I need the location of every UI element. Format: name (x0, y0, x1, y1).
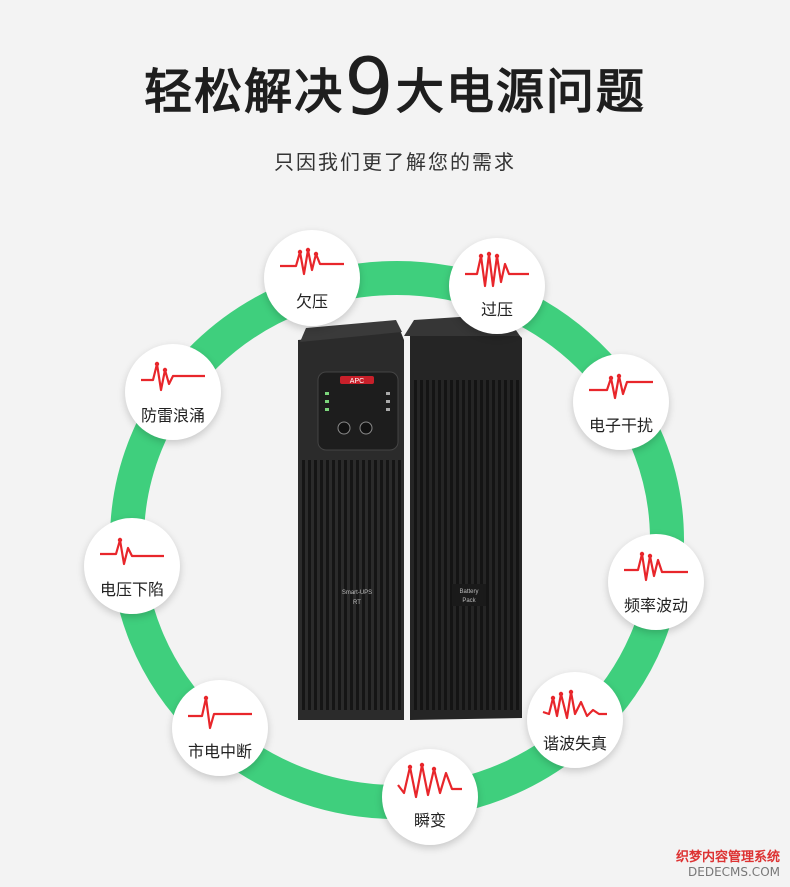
problem-node: 欠压 (264, 230, 360, 326)
title-after: 大电源问题 (395, 64, 646, 120)
model-sub-label: RT (353, 600, 361, 606)
problem-node: 市电中断 (172, 680, 268, 776)
interference-wave-icon (589, 373, 653, 400)
page-title: 轻松解决9大电源问题 (0, 49, 790, 128)
sag-wave-icon (100, 537, 164, 566)
problem-label: 电子干扰 (588, 416, 653, 435)
title-before: 轻松解决 (144, 64, 345, 120)
status-leds (325, 392, 390, 411)
problem-label: 频率波动 (623, 596, 688, 615)
battery-vent-grille (414, 380, 519, 710)
watermark-domain: DEDECMS.COM (688, 865, 780, 879)
problem-label: 市电中断 (187, 742, 252, 761)
harmonic-wave-icon (542, 689, 607, 720)
problem-node: 防雷浪涌 (125, 344, 221, 440)
problem-node: 过压 (449, 238, 545, 334)
model-label: Smart-UPS (342, 590, 372, 596)
problem-label: 电压下陷 (99, 580, 164, 599)
problem-node: 谐波失真 (527, 672, 623, 768)
problem-label: 防雷浪涌 (140, 406, 205, 425)
apc-logo (340, 376, 374, 384)
title-number: 9 (344, 43, 396, 133)
apc-logo-text: APC (350, 378, 364, 385)
watermark: 织梦内容管理系统 DEDECMS.COM (675, 850, 780, 880)
problem-node: 电压下陷 (84, 518, 180, 614)
surge-wave-icon (141, 361, 205, 392)
vent-grille (302, 460, 401, 710)
page-subtitle: 只因我们更了解您的需求 (274, 150, 516, 174)
outage-wave-icon (188, 695, 252, 730)
problem-label: 谐波失真 (542, 734, 607, 753)
watermark-title: 织梦内容管理系统 (675, 850, 780, 865)
problem-label: 瞬变 (413, 811, 446, 830)
frequency-wave-icon (624, 551, 688, 582)
problem-node: 瞬变 (382, 749, 478, 845)
problem-node: 频率波动 (608, 534, 704, 630)
battery-label: Battery (459, 589, 478, 595)
problem-node: 电子干扰 (573, 354, 669, 450)
power-on-button[interactable] (337, 421, 351, 435)
undervoltage-wave-icon (280, 247, 344, 276)
overvoltage-wave-icon (465, 251, 529, 288)
problem-label: 过压 (480, 300, 513, 319)
power-off-button[interactable] (359, 421, 373, 435)
ups-tower: APC Smart-UPS RT (298, 320, 404, 720)
problem-label: 欠压 (295, 292, 328, 311)
battery-pack: Battery Pack (404, 314, 522, 720)
transient-wave-icon (397, 762, 462, 799)
battery-sub-label: Pack (462, 598, 476, 604)
